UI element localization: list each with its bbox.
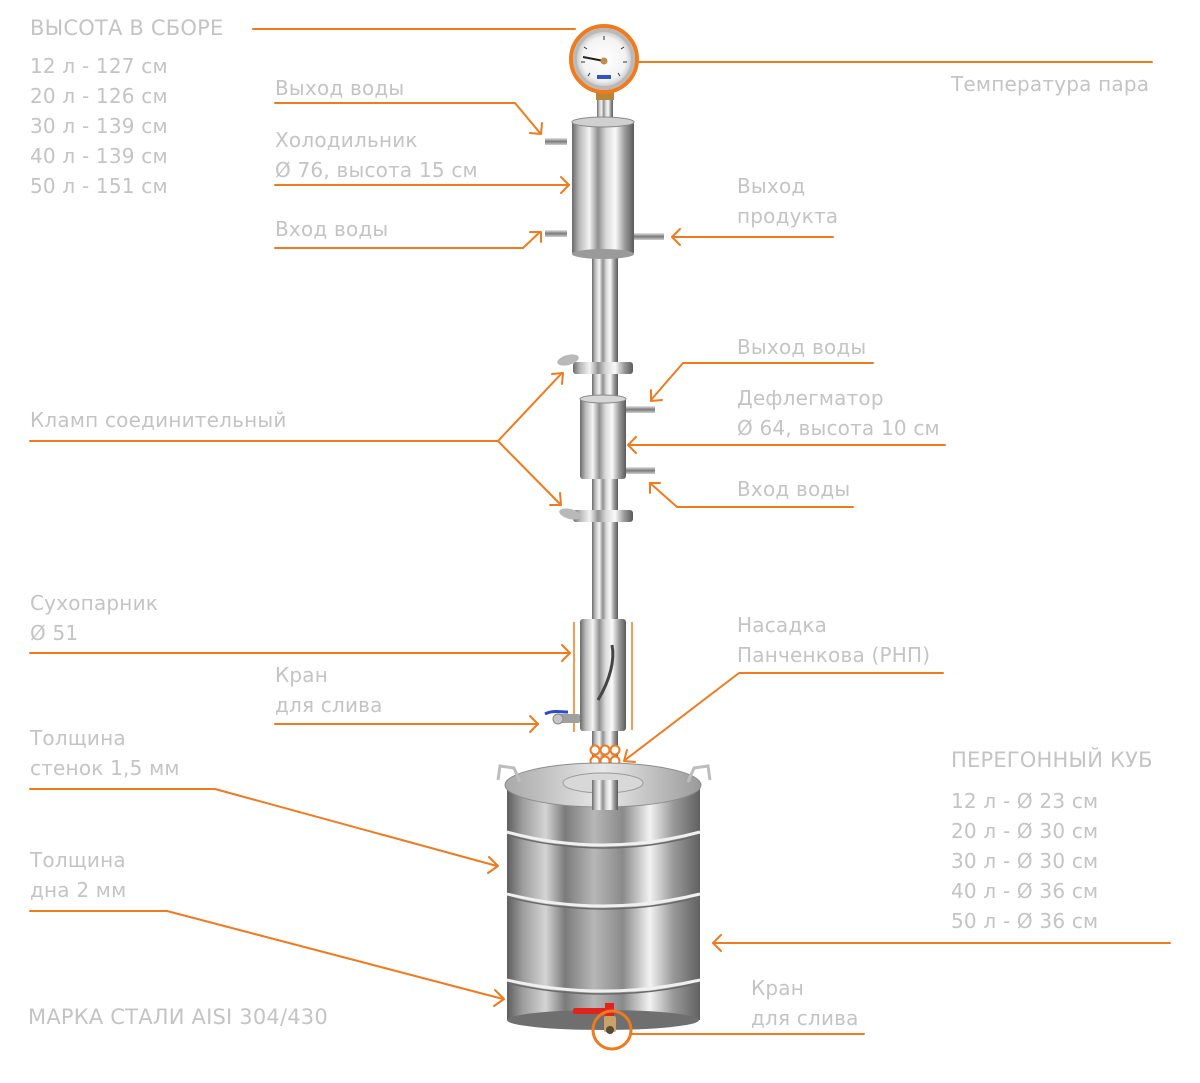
label-line: Сухопарник [30, 591, 159, 615]
condenser-body [545, 116, 664, 259]
label-wall-thickness: Толщина стенок 1,5 мм [30, 723, 180, 783]
arrowhead [529, 715, 539, 733]
assembled-height-row: 50 л - 151 см [30, 174, 168, 198]
label-line: Холодильник [275, 128, 418, 152]
assembled-height-title: ВЫСОТА В СБОРЕ [30, 16, 224, 40]
leader-wall-thickness [29, 788, 498, 867]
label-line: Толщина [30, 726, 126, 750]
label-steel-grade: МАРКА СТАЛИ AISI 304/430 [28, 1005, 328, 1029]
pot-drain-valve-icon [573, 1003, 633, 1051]
label-line: стенок 1,5 мм [30, 756, 180, 780]
label-line: для слива [751, 1006, 859, 1030]
still-pot-row: 40 л - Ø 36 см [951, 879, 1099, 903]
label-line: Насадка [737, 613, 828, 637]
arrowhead [623, 749, 636, 763]
label-line: Ø 64, высота 10 см [737, 416, 940, 440]
label-steam-temp: Температура пара [951, 72, 1150, 96]
pot-drain-valve-highlight-ring [591, 1009, 633, 1051]
label-bottom-thickness: Толщина дна 2 мм [30, 845, 126, 905]
arrowhead [529, 122, 543, 135]
clamp-upper [557, 354, 633, 374]
label-pot-drain-valve: Кран для слива [751, 973, 859, 1033]
label-clamp: Кламп соединительный [30, 408, 287, 432]
label-condenser: Холодильник Ø 76, высота 15 см [275, 125, 478, 185]
dephlegmator-body [579, 394, 655, 479]
arrowhead [529, 231, 542, 243]
leader-dephleg-water-in [649, 482, 854, 508]
label-line: Кран [751, 976, 805, 1000]
label-line: Выход [737, 174, 806, 198]
label-line: для слива [275, 693, 383, 717]
leader-condenser-water-out [274, 102, 541, 134]
label-condenser-water-out: Выход воды [275, 76, 405, 100]
label-line: дна 2 мм [30, 878, 127, 902]
label-line: Ø 51 [30, 621, 79, 645]
arrowhead [549, 492, 562, 506]
arrowhead [627, 436, 637, 454]
label-steam-dryer: Сухопарник Ø 51 [30, 588, 158, 648]
still-pot-row: 50 л - Ø 36 см [951, 909, 1099, 933]
arrowhead [712, 934, 722, 952]
arrowhead [561, 644, 571, 662]
assembled-height-row: 12 л - 127 см [30, 54, 168, 78]
thermometer-highlight-ring [569, 24, 639, 94]
still-pot-row: 20 л - Ø 30 см [951, 819, 1099, 843]
still-pot-list: 12 л - Ø 23 см 20 л - Ø 30 см 30 л - Ø 3… [951, 786, 1098, 936]
leader-bottom-thickness [29, 910, 504, 1000]
label-panchenkov-packing: Насадка Панченкова (РНП) [737, 610, 930, 670]
arrowhead [650, 389, 663, 402]
clamp-lower [559, 508, 633, 522]
still-pot-title: ПЕРЕГОННЫЙ КУБ [951, 748, 1153, 772]
arrowhead [487, 856, 499, 874]
leader-dephleg-water-out [650, 362, 874, 401]
label-line: Ø 76, высота 15 см [275, 158, 478, 182]
label-dephleg-water-in: Вход воды [737, 477, 851, 501]
assembled-height-row: 30 л - 139 см [30, 114, 168, 138]
label-line: Толщина [30, 848, 126, 872]
assembled-height-row: 20 л - 126 см [30, 84, 168, 108]
leader-condenser-water-in [274, 231, 541, 249]
label-line: Дефлегматор [737, 386, 884, 410]
assembled-height-list: 12 л - 127 см 20 л - 126 см 30 л - 139 с… [30, 51, 168, 201]
label-condenser-water-in: Вход воды [275, 217, 389, 241]
label-dephlegmator: Дефлегматор Ø 64, высота 10 см [737, 383, 940, 443]
steam-dryer-body [544, 619, 633, 732]
still-pot-row: 30 л - Ø 30 см [951, 849, 1099, 873]
label-line: Кран [275, 663, 329, 687]
thermometer-brass-fitting [596, 92, 614, 100]
label-dephleg-water-out: Выход воды [737, 335, 867, 359]
label-line: продукта [737, 204, 839, 228]
arrowhead [493, 989, 505, 1007]
arrowhead [551, 372, 564, 385]
label-product-out: Выход продукта [737, 171, 838, 231]
arrowhead [560, 176, 570, 194]
arrowhead [671, 228, 681, 246]
leader-clamp-lower [497, 440, 561, 505]
thermometer-gauge-icon [569, 24, 639, 94]
leader-panchenkov [624, 672, 944, 761]
arrowhead [649, 482, 661, 494]
still-pot-body [496, 762, 712, 1030]
still-pot-row: 12 л - Ø 23 см [951, 789, 1099, 813]
label-dryer-drain-valve: Кран для слива [275, 660, 383, 720]
assembled-height-row: 40 л - 139 см [30, 144, 168, 168]
label-line: Панченкова (РНП) [737, 643, 931, 667]
